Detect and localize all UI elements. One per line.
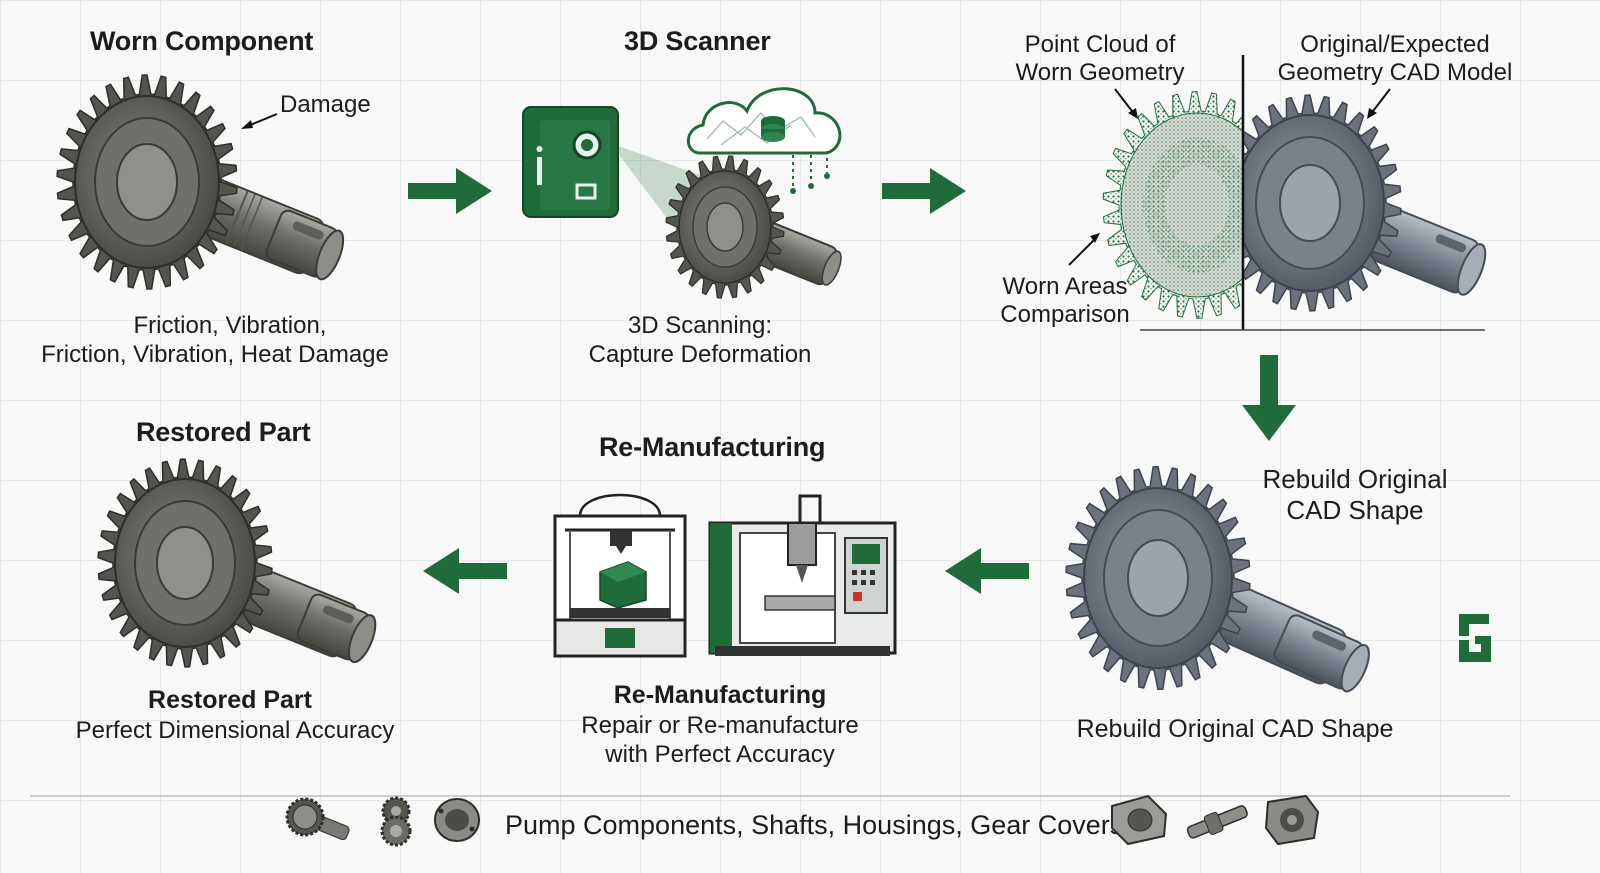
arrow-left-icon: [945, 548, 1029, 594]
shaft-icon: [1186, 805, 1248, 839]
gear-teeth: [56, 74, 238, 290]
rebuild-label-line2: CAD Shape: [1286, 495, 1424, 525]
worn-caption-line2: Friction, Vibration, Heat Damage: [41, 341, 389, 368]
gear-shaft-icon: [285, 797, 350, 841]
worn-areas-label-line1: Worn Areas: [1002, 273, 1128, 300]
point-cloud-label-line2: Worn Geometry: [1015, 59, 1185, 86]
point-cloud-label-line1: Point Cloud of: [1024, 31, 1176, 58]
cover-icon: [1264, 794, 1320, 846]
footer-applications-text: Pump Components, Shafts, Housings, Gear …: [505, 810, 1124, 840]
arrow-right-icon: [408, 168, 492, 214]
remanufacturing-title: Re-Manufacturing: [599, 432, 826, 462]
scanner-caption-line2: Capture Deformation: [588, 341, 812, 368]
restored-part-title: Restored Part: [136, 417, 311, 447]
restored-caption-title: Restored Part: [148, 686, 312, 714]
remanufacturing-machines: [553, 493, 897, 658]
damage-callout-label: Damage: [280, 91, 371, 118]
flange-housing-icon: [1111, 794, 1168, 846]
worn-component-title: Worn Component: [90, 26, 314, 56]
gear-pair-icon: [380, 796, 412, 847]
restored-caption-line1: Perfect Dimensional Accuracy: [75, 717, 395, 744]
scanner-caption-line1: 3D Scanning:: [627, 312, 773, 339]
rebuilt-cad-gear-image: [1065, 465, 1370, 693]
bearing-housing-icon: [434, 798, 480, 842]
arrow-right-icon: [882, 168, 966, 214]
worn-gear-shaft-image: [56, 74, 345, 290]
worn-areas-label-line2: Comparison: [1000, 301, 1130, 328]
cad-model-label-line1: Original/Expected: [1300, 31, 1490, 58]
cad-model-label-line2: Geometry CAD Model: [1277, 59, 1513, 86]
arrow-down-icon: [1242, 355, 1296, 441]
restored-gear-shaft-image: [97, 458, 377, 668]
remanufacturing-caption-line2: with Perfect Accuracy: [605, 741, 835, 768]
arrow-left-icon: [423, 548, 507, 594]
remanufacturing-caption-line1: Repair or Re-manufacture: [581, 712, 859, 739]
comparison-illustration: [1068, 55, 1487, 331]
worn-caption-line1: Friction, Vibration,: [133, 312, 327, 339]
scanner-title: 3D Scanner: [624, 26, 771, 56]
rebuild-label-line1: Rebuild Original: [1262, 464, 1448, 494]
brand-logo-icon: [1459, 614, 1491, 662]
scanner-illustration: [522, 87, 842, 299]
remanufacturing-caption-title: Re-Manufacturing: [613, 681, 827, 709]
footer-divider: [30, 795, 1510, 797]
rebuild-caption: Rebuild Original CAD Shape: [1076, 715, 1394, 743]
